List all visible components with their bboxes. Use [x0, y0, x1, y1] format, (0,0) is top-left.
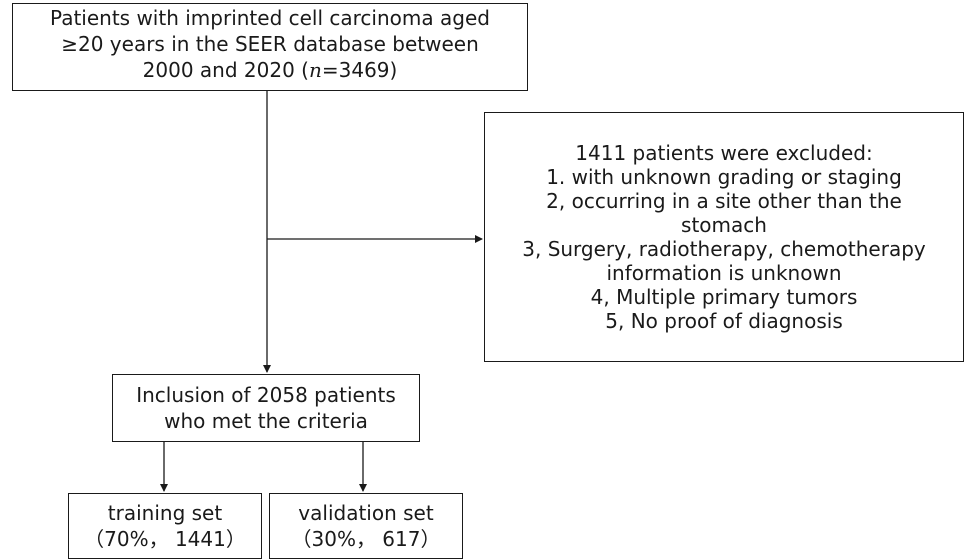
training-count: （70%， 1441）	[84, 527, 246, 551]
excluded-line: 1. with unknown grading or staging	[546, 165, 902, 189]
source-line-2: ≥20 years in the SEER database between	[61, 32, 479, 56]
excluded-line: stomach	[681, 213, 767, 237]
excluded-line: 5, No proof of diagnosis	[605, 309, 843, 333]
training-set-box: training set （70%， 1441）	[68, 493, 262, 559]
training-label: training set	[107, 501, 223, 525]
included-line-2: who met the criteria	[164, 409, 368, 433]
excluded-line: 3, Surgery, radiotherapy, chemotherapy	[522, 237, 926, 261]
sample-size-variable: n	[308, 58, 322, 82]
validation-label: validation set	[298, 501, 434, 525]
excluded-line: 2, occurring in a site other than the	[546, 189, 902, 213]
validation-count: （30%， 617）	[291, 527, 441, 551]
source-line-1: Patients with imprinted cell carcinoma a…	[50, 6, 490, 30]
excluded-line: 4, Multiple primary tumors	[590, 285, 858, 309]
source-line-3: 2000 and 2020 (n=3469)	[143, 57, 398, 83]
source-line-3-suffix: =3469)	[321, 58, 398, 82]
included-line-1: Inclusion of 2058 patients	[136, 383, 396, 407]
excluded-header: 1411 patients were excluded:	[575, 141, 873, 165]
validation-set-box: validation set （30%， 617）	[269, 493, 463, 559]
excluded-patients-box: 1411 patients were excluded: 1. with unk…	[484, 112, 964, 362]
excluded-line: information is unknown	[606, 261, 842, 285]
source-population-box: Patients with imprinted cell carcinoma a…	[12, 3, 528, 91]
source-line-3-prefix: 2000 and 2020 (	[142, 58, 309, 82]
included-patients-box: Inclusion of 2058 patients who met the c…	[112, 374, 420, 442]
